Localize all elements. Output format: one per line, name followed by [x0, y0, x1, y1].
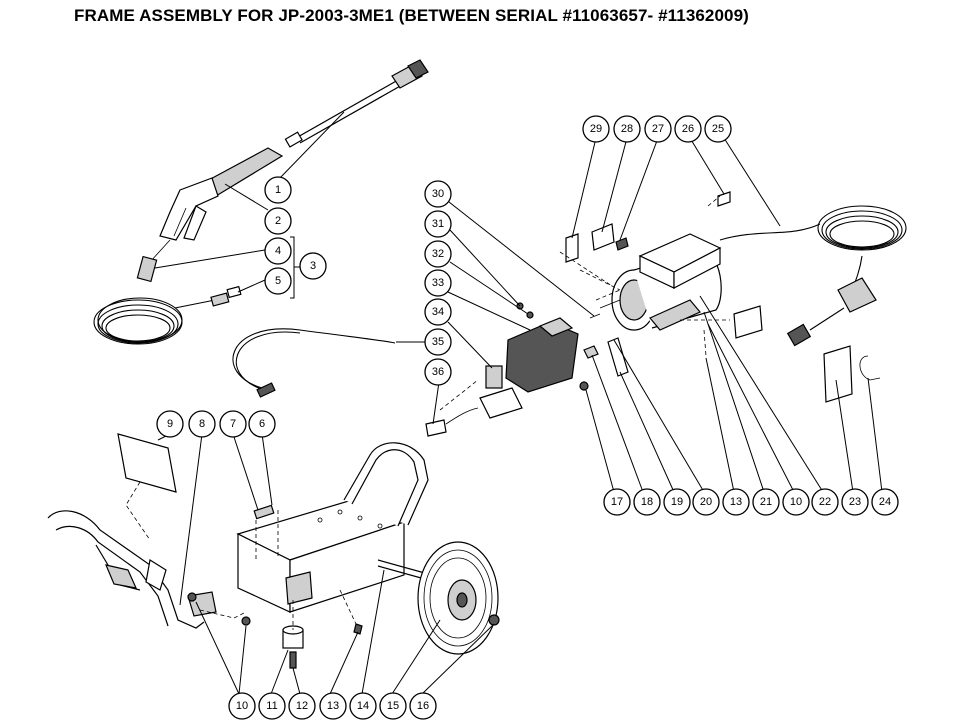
svg-text:7: 7	[230, 418, 236, 430]
callout-28: 28	[613, 115, 641, 143]
svg-text:8: 8	[199, 418, 205, 430]
callout-8: 8	[188, 410, 216, 438]
svg-text:2: 2	[275, 215, 281, 227]
svg-text:13: 13	[327, 700, 339, 712]
assembly-guide-lines	[125, 195, 730, 630]
callout-9: 9	[156, 410, 184, 438]
callout-33: 33	[424, 269, 452, 297]
svg-text:33: 33	[432, 277, 444, 289]
decal-plate-9	[117, 433, 177, 493]
callout-13-right: 13	[722, 488, 750, 516]
svg-text:12: 12	[296, 700, 308, 712]
callout-1: 1	[264, 176, 292, 204]
callout-35: 35	[424, 328, 452, 356]
svg-text:14: 14	[357, 700, 369, 712]
callout-13-bottom: 13	[319, 692, 347, 720]
handle-frame	[47, 510, 217, 629]
callout-27: 27	[644, 115, 672, 143]
handle-tube	[343, 442, 429, 527]
callout-11: 11	[258, 692, 286, 720]
power-cord	[719, 205, 907, 347]
svg-text:19: 19	[671, 496, 683, 508]
leader-lines	[154, 111, 883, 695]
svg-text:15: 15	[387, 700, 399, 712]
callout-4: 4	[264, 237, 292, 265]
svg-text:24: 24	[879, 496, 891, 508]
svg-text:20: 20	[700, 496, 712, 508]
callout-10-bottom: 10	[228, 692, 256, 720]
svg-text:16: 16	[417, 700, 429, 712]
svg-text:3: 3	[310, 260, 316, 272]
svg-text:11: 11	[266, 700, 277, 712]
callout-16: 16	[409, 692, 437, 720]
callout-25: 25	[704, 115, 732, 143]
svg-text:30: 30	[432, 188, 444, 200]
detergent-hose	[232, 328, 396, 398]
callout-24: 24	[871, 488, 899, 516]
motor-labels	[565, 191, 881, 403]
callout-7: 7	[219, 410, 247, 438]
callout-17: 17	[603, 488, 631, 516]
callout-5: 5	[264, 267, 292, 295]
svg-text:18: 18	[641, 496, 653, 508]
callout-31: 31	[424, 210, 452, 238]
callout-20: 20	[692, 488, 720, 516]
svg-text:26: 26	[682, 123, 694, 135]
callout-6: 6	[248, 410, 276, 438]
callout-29: 29	[582, 115, 610, 143]
callout-12: 12	[288, 692, 316, 720]
svg-text:17: 17	[611, 496, 623, 508]
svg-text:32: 32	[432, 248, 444, 260]
svg-text:10: 10	[790, 496, 802, 508]
svg-text:31: 31	[432, 218, 444, 230]
high-pressure-hose	[93, 285, 242, 345]
callout-36: 36	[424, 358, 452, 386]
svg-text:36: 36	[432, 366, 444, 378]
diagram-title: FRAME ASSEMBLY FOR JP-2003-3ME1 (BETWEEN…	[74, 6, 749, 25]
svg-text:29: 29	[590, 123, 602, 135]
motor-assembly	[599, 233, 722, 331]
svg-text:23: 23	[849, 496, 861, 508]
svg-text:28: 28	[621, 123, 633, 135]
callout-18: 18	[633, 488, 661, 516]
svg-text:1: 1	[275, 184, 281, 196]
detergent-filter-tag	[425, 407, 479, 437]
callout-23: 23	[841, 488, 869, 516]
spray-gun	[136, 147, 284, 283]
callout-22: 22	[811, 488, 839, 516]
callout-32: 32	[424, 240, 452, 268]
svg-text:10: 10	[236, 700, 248, 712]
svg-text:4: 4	[275, 245, 281, 257]
svg-text:34: 34	[432, 306, 444, 318]
callout-2: 2	[264, 207, 292, 235]
callout-19: 19	[663, 488, 691, 516]
callout-21: 21	[752, 488, 780, 516]
wheel	[417, 541, 499, 655]
spray-wand	[284, 59, 429, 148]
callout-30: 30	[424, 180, 452, 208]
callout-14: 14	[349, 692, 377, 720]
svg-text:22: 22	[819, 496, 831, 508]
svg-text:35: 35	[432, 336, 444, 348]
svg-text:21: 21	[760, 496, 772, 508]
callout-10-right: 10	[782, 488, 810, 516]
callout-15: 15	[379, 692, 407, 720]
callout-3: 3	[299, 252, 327, 280]
svg-text:6: 6	[259, 418, 265, 430]
pump-assembly	[479, 302, 629, 419]
svg-text:5: 5	[275, 275, 281, 287]
svg-text:25: 25	[712, 123, 724, 135]
svg-text:9: 9	[167, 418, 173, 430]
svg-text:27: 27	[652, 123, 664, 135]
callout-34: 34	[424, 298, 452, 326]
callout-26: 26	[674, 115, 702, 143]
svg-text:13: 13	[730, 496, 742, 508]
